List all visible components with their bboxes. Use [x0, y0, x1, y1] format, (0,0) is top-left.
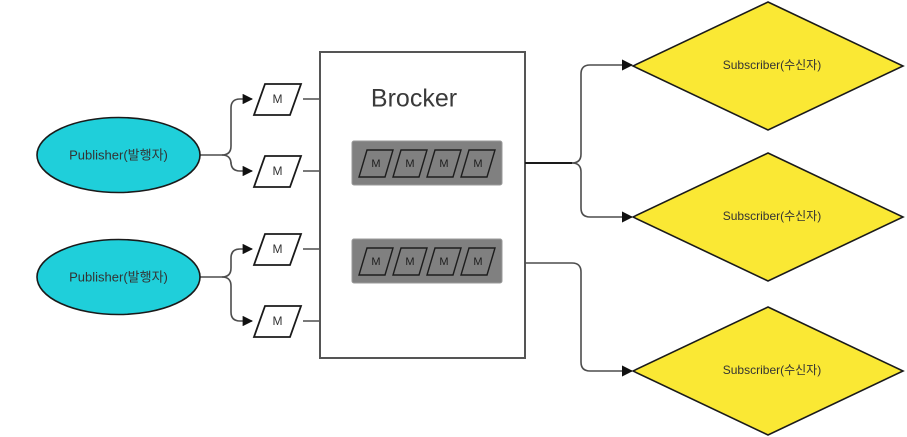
publisher-1-message-1-label: M	[273, 92, 283, 106]
subscriber-2-label: Subscriber(수신자)	[723, 209, 821, 223]
edges-publisher-1	[200, 93, 254, 177]
publisher-2-shape[interactable]	[36, 238, 201, 316]
broker-queue-top: M M M M	[351, 140, 503, 186]
edge-queue1-to-subscriber-2	[571, 162, 634, 223]
subscriber-2-shape[interactable]	[631, 152, 905, 282]
queue-bottom-message-4-label: M	[473, 256, 482, 268]
queue-bottom-message-2-label: M	[405, 256, 414, 268]
queue-top-message-1-label: M	[371, 158, 380, 170]
publisher-2-message-2-label: M	[273, 314, 283, 328]
queue-top-message-3-label: M	[439, 158, 448, 170]
subscriber-3-label: Subscriber(수신자)	[723, 363, 821, 377]
queue-top-message-1	[358, 149, 394, 178]
publisher-2[interactable]: Publisher(발행자)	[36, 238, 201, 316]
queue-bottom-message-1-label: M	[371, 256, 380, 268]
subscriber-1[interactable]: Subscriber(수신자)	[631, 1, 905, 131]
subscriber-2[interactable]: Subscriber(수신자)	[631, 152, 905, 282]
edges-queue-top-to-subscribers	[525, 59, 634, 223]
broker-container	[319, 51, 526, 359]
publisher-1[interactable]: Publisher(발행자)	[36, 116, 201, 194]
publisher-2-message-1[interactable]	[252, 233, 303, 266]
queue-bottom-message-2	[392, 247, 428, 276]
broker-title: Brocker	[371, 85, 457, 113]
queue-top-messages: M M M M	[358, 149, 496, 178]
edges-queue-bottom-to-subscribers	[525, 262, 634, 377]
queue-bottom-message-3	[426, 247, 462, 276]
publisher-1-shape[interactable]	[36, 116, 201, 194]
edges-publisher-2	[200, 243, 254, 327]
publisher-1-label: Publisher(발행자)	[69, 147, 168, 162]
publisher-1-messages: M M	[252, 83, 303, 188]
broker-queue-bottom: M M M M	[351, 238, 503, 284]
edge-pub2-to-msg1	[221, 243, 254, 278]
queue-top-message-2	[392, 149, 428, 178]
queue-bottom-message-4	[460, 247, 496, 276]
queue-top-message-2-label: M	[405, 158, 414, 170]
publisher-2-message-2[interactable]	[252, 305, 303, 338]
subscriber-3[interactable]: Subscriber(수신자)	[631, 306, 905, 436]
subscriber-1-shape[interactable]	[631, 1, 905, 131]
queue-top-message-4-label: M	[473, 158, 482, 170]
edge-pub1-to-msg2	[221, 154, 254, 177]
publisher-1-message-2-label: M	[273, 164, 283, 178]
publisher-1-message-1[interactable]	[252, 83, 303, 116]
publisher-2-label: Publisher(발행자)	[69, 269, 168, 284]
queue-bottom-messages: M M M M	[358, 247, 496, 276]
edge-queue1-to-subscriber-1	[571, 59, 634, 164]
queue-bottom-message-1	[358, 247, 394, 276]
publisher-1-message-2[interactable]	[252, 155, 303, 188]
queue-top-message-3	[426, 149, 462, 178]
edge-queue2-to-subscriber-3	[525, 262, 634, 377]
queue-bottom-message-3-label: M	[439, 256, 448, 268]
queue-top-message-4	[460, 149, 496, 178]
publisher-2-message-1-label: M	[273, 242, 283, 256]
subscriber-3-shape[interactable]	[631, 306, 905, 436]
edge-pub2-to-msg2	[221, 276, 254, 327]
subscriber-1-label: Subscriber(수신자)	[723, 58, 821, 72]
edge-pub1-to-msg1	[221, 93, 254, 156]
publisher-2-messages: M M	[252, 233, 303, 338]
